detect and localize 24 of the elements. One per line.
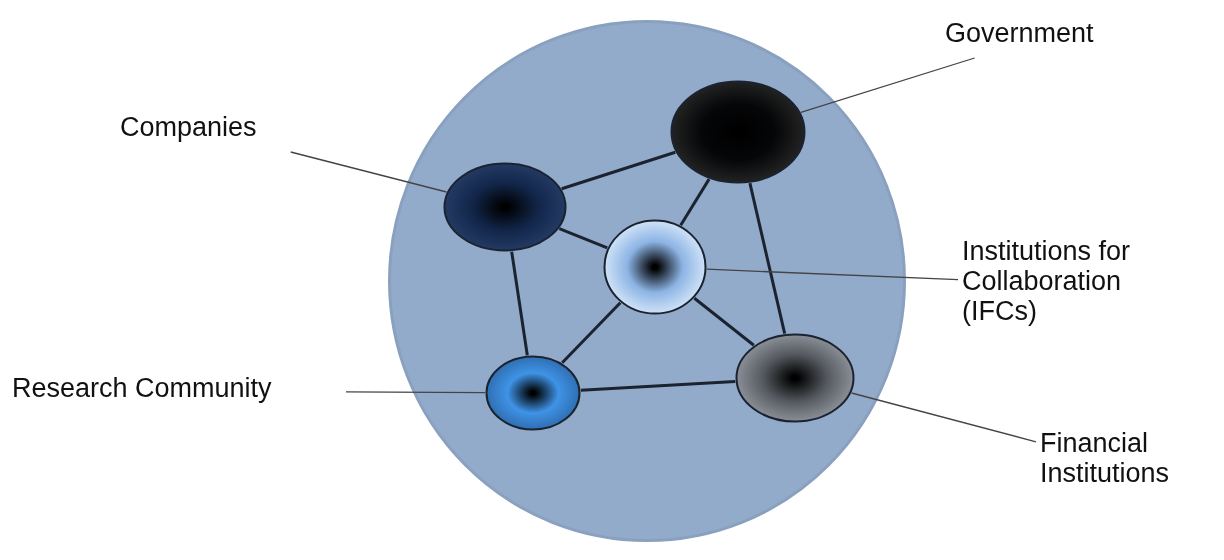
node-label: Government: [945, 18, 1095, 49]
connector-line: [561, 301, 622, 364]
leader-line: [345, 391, 486, 394]
ellipse: [670, 80, 806, 184]
leader-line: [706, 268, 959, 281]
ellipse: [443, 162, 567, 252]
node-label: Institutions for Collaboration (IFCs): [962, 236, 1132, 327]
background-circle: [388, 20, 906, 542]
node-label: Financial Institutions: [1040, 428, 1171, 489]
connector-line: [679, 178, 711, 227]
connector-line: [558, 227, 608, 250]
connector-line: [561, 150, 676, 191]
leader-line: [850, 392, 1037, 443]
node-label: Companies: [120, 112, 258, 143]
leader-line: [290, 151, 448, 193]
ellipse: [485, 355, 581, 431]
node-label: Research Community: [12, 373, 273, 404]
ellipse: [603, 219, 707, 315]
leader-line: [800, 57, 976, 113]
ellipse: [735, 333, 855, 423]
connector-line: [748, 182, 787, 335]
connector-line: [580, 379, 736, 392]
connector-line: [693, 297, 755, 347]
connector-line: [510, 251, 529, 356]
